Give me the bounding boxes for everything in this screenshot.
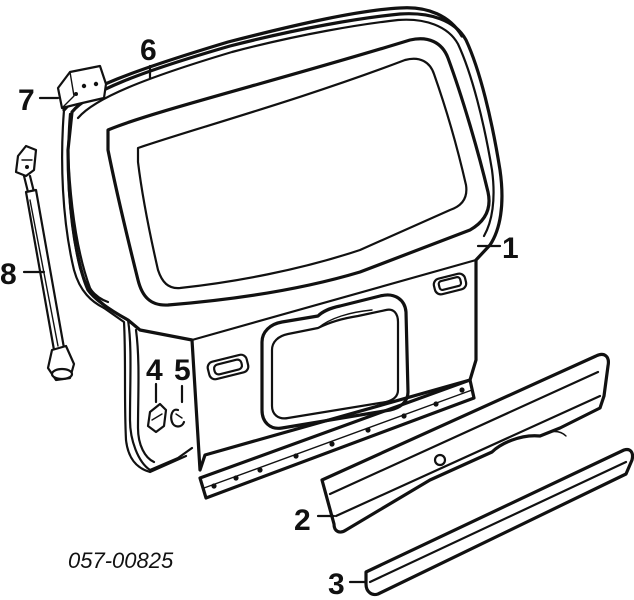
callout-6: 6	[140, 34, 157, 67]
callout-3: 3	[328, 568, 345, 600]
callout-7: 7	[18, 84, 35, 117]
clip-part-5	[170, 384, 186, 428]
lower-molding-strip	[348, 447, 634, 597]
diagram-part-code: 057-00825	[68, 548, 174, 573]
gas-strut	[14, 144, 76, 382]
callout-1: 1	[502, 232, 519, 265]
callout-2: 2	[294, 504, 311, 537]
hinge-bracket	[38, 64, 108, 110]
weatherstrip-seal	[61, 6, 464, 474]
clip-part-4	[146, 382, 168, 434]
garnish-molding	[316, 352, 610, 534]
liftgate-panel	[66, 12, 504, 500]
callout-8: 8	[0, 258, 17, 291]
callout-5: 5	[174, 354, 191, 387]
callout-4: 4	[146, 354, 163, 387]
